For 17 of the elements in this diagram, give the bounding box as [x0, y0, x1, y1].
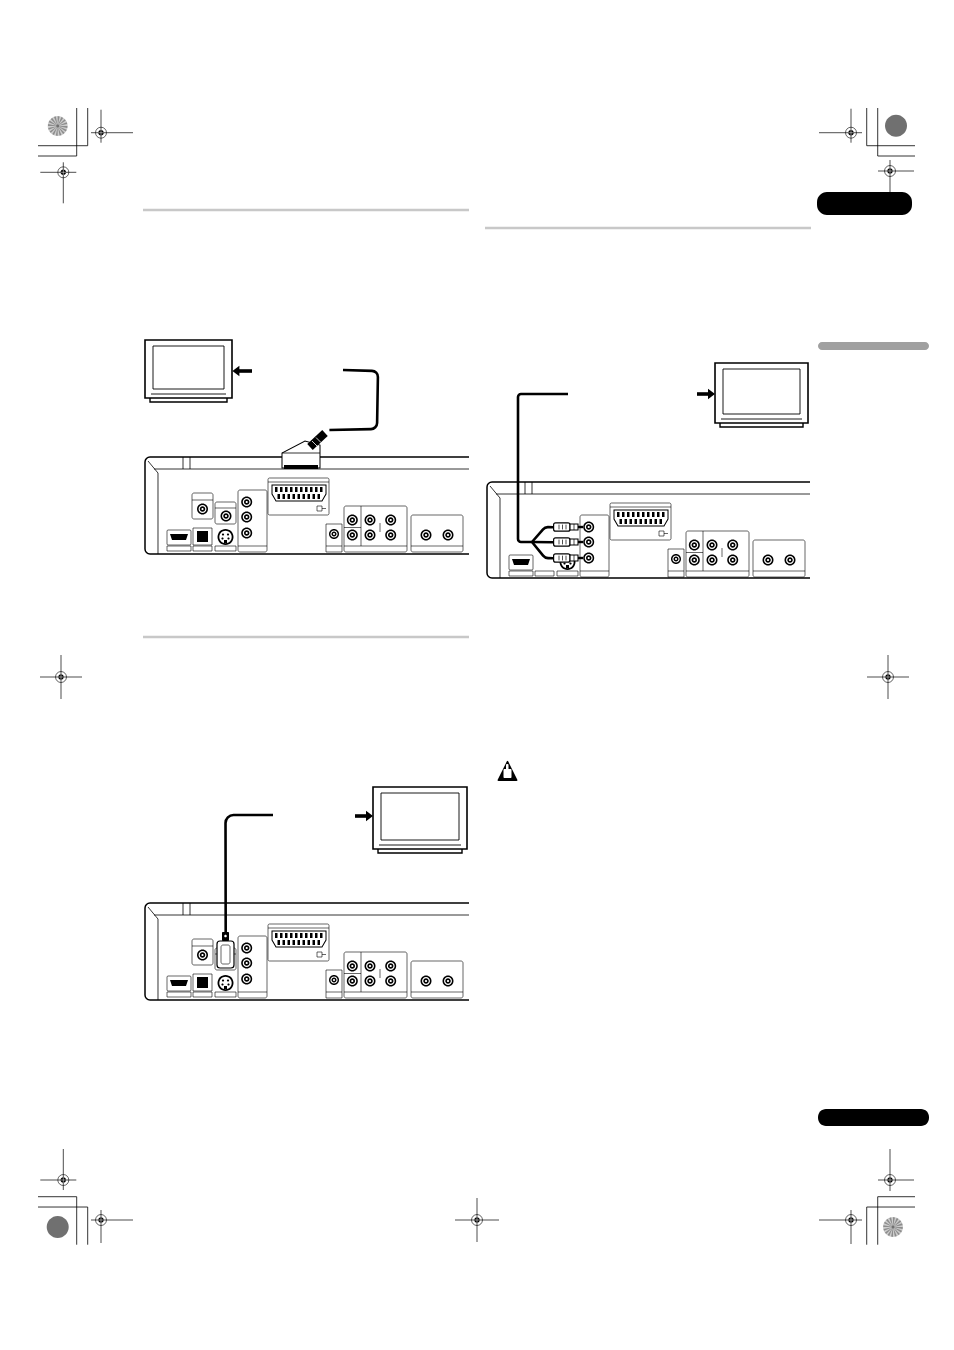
- cable-lead: [532, 540, 554, 544]
- cable-lead: [531, 541, 554, 560]
- rca-plug: [553, 553, 583, 563]
- scart-plug: [281, 430, 328, 469]
- cable-lead: [531, 525, 554, 543]
- rca-plug: [553, 522, 583, 532]
- s-video-plug: [216, 932, 235, 969]
- tv-set: [714, 362, 809, 428]
- tv-set: [144, 339, 233, 403]
- rear-panel-drawing: [144, 456, 470, 555]
- rca-plug: [553, 537, 583, 547]
- cable: [516, 392, 568, 544]
- tv-set: [372, 786, 468, 854]
- cable: [224, 813, 273, 932]
- rear-panel-drawing: [144, 902, 470, 1001]
- cable: [329, 368, 380, 432]
- rear-panel-drawing: [486, 481, 811, 579]
